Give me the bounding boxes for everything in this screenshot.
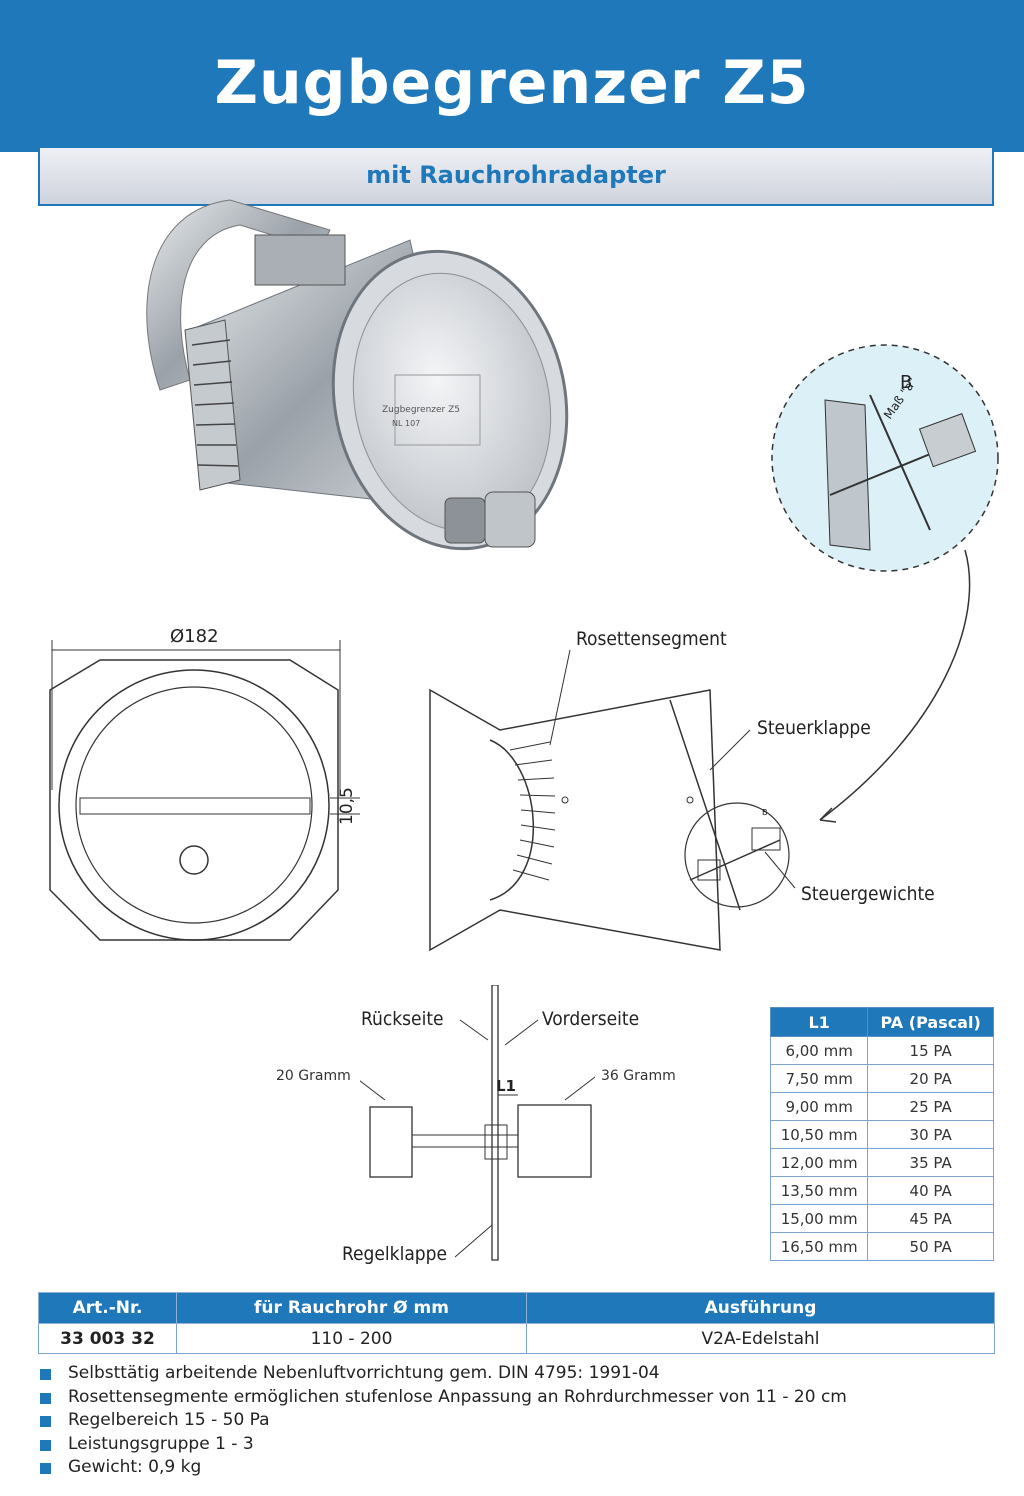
cell-l1: 13,50 mm	[769, 1176, 869, 1205]
page-title: Zugbegrenzer Z5	[214, 48, 810, 118]
housing-outline	[49, 659, 339, 941]
article-table-header: Art.-Nr. für Rauchrohr Ø mm Ausführung	[38, 1292, 995, 1324]
cell-pa: 50 PA	[867, 1232, 994, 1261]
bullet-icon	[40, 1369, 51, 1380]
col-version: Ausführung	[526, 1292, 995, 1324]
cell-pa: 45 PA	[867, 1204, 994, 1233]
detail-b-view: B Maß "a"	[771, 344, 999, 823]
cell-l1: 7,50 mm	[769, 1064, 869, 1093]
table-row: 33 003 32 110 - 200 V2A-Edelstahl	[38, 1323, 995, 1354]
cell-pa: 35 PA	[867, 1148, 994, 1177]
article-table: Art.-Nr. für Rauchrohr Ø mm Ausführung 3…	[38, 1292, 995, 1354]
outer-ring	[58, 669, 330, 941]
cell-pipe-diameter: 110 - 200	[176, 1323, 527, 1354]
plate-code: NL 107	[392, 419, 420, 428]
detail-frame	[824, 399, 871, 551]
subtitle-bar: mit Rauchrohradapter	[38, 146, 994, 206]
page-subtitle: mit Rauchrohradapter	[366, 161, 666, 189]
col-article-number: Art.-Nr.	[38, 1292, 177, 1324]
list-item: Leistungsgruppe 1 - 3	[40, 1433, 847, 1457]
control-flap-label: Steuerklappe	[757, 717, 871, 739]
cell-l1: 15,00 mm	[769, 1204, 869, 1233]
detail-rod	[829, 449, 941, 496]
pressure-table-header: L1 PA (Pascal)	[769, 1007, 994, 1037]
weight-diagram: L1	[360, 985, 596, 1261]
strap-band	[146, 199, 331, 391]
control-weights-label: Steuergewichte	[801, 883, 935, 905]
cell-l1: 9,00 mm	[769, 1092, 869, 1121]
l1-dimension-label: L1	[496, 1077, 516, 1095]
front-side-label: Vorderseite	[542, 1008, 640, 1030]
weight-rod	[689, 839, 781, 881]
cell-pa: 20 PA	[867, 1064, 994, 1093]
weight-20g-label: 20 Gramm	[276, 1068, 351, 1084]
front-view-drawing: 10,5 Ø182	[49, 626, 360, 941]
type-plate	[394, 374, 481, 446]
col-pa: PA (Pascal)	[867, 1007, 994, 1037]
detail-weight	[918, 413, 977, 468]
detail-flap-line	[869, 394, 931, 531]
diameter-label: Ø182	[170, 626, 219, 647]
weight-20g	[369, 1106, 413, 1178]
cell-pa: 25 PA	[867, 1092, 994, 1121]
product-photo: Zugbegrenzer Z5 NL 107	[146, 199, 569, 551]
bullet-icon	[40, 1439, 51, 1451]
flap-axis	[79, 797, 311, 815]
list-item: Regelbereich 15 - 50 Pa	[40, 1409, 847, 1433]
control-flap-plate-label: Regelklappe	[342, 1243, 448, 1265]
control-weight-large	[484, 491, 536, 548]
cell-l1: 12,00 mm	[769, 1148, 869, 1177]
weight-36g-label: 36 Gramm	[601, 1068, 676, 1084]
nut	[484, 1124, 508, 1160]
gap-dimension-label: 10,5	[337, 787, 357, 825]
rosette-segment-label: Rosettensegment	[576, 628, 727, 650]
side-housing	[429, 688, 721, 952]
detail-b-label: B	[900, 372, 912, 393]
weight-rod-threaded	[411, 1134, 519, 1148]
bullet-icon	[40, 1416, 51, 1427]
cell-l1: 16,50 mm	[769, 1232, 869, 1261]
weight-36g	[517, 1104, 592, 1178]
col-pipe-diameter: für Rauchrohr Ø mm	[176, 1292, 527, 1324]
plate-name: Zugbegrenzer Z5	[382, 405, 460, 415]
clamp-screw	[254, 234, 346, 286]
cell-article-number: 33 003 32	[38, 1323, 177, 1354]
control-flap-line	[669, 699, 741, 911]
cell-version: V2A-Edelstahl	[526, 1323, 995, 1354]
col-l1: L1	[769, 1007, 869, 1037]
cell-l1: 10,50 mm	[769, 1120, 869, 1149]
rosette-segments	[184, 319, 241, 491]
cell-l1: 6,00 mm	[769, 1036, 869, 1065]
detail-b-circle	[771, 344, 999, 572]
header-banner: Zugbegrenzer Z5	[0, 0, 1024, 152]
cell-pa: 40 PA	[867, 1176, 994, 1205]
detail-b-marker	[684, 802, 790, 908]
control-weight-small	[444, 497, 486, 544]
cell-pa: 30 PA	[867, 1120, 994, 1149]
weight-hole	[179, 845, 209, 875]
list-item: Gewicht: 0,9 kg	[40, 1456, 847, 1480]
side-view-drawing: B	[429, 649, 796, 952]
cell-pa: 15 PA	[867, 1036, 994, 1065]
bullet-icon	[40, 1392, 51, 1404]
back-side-label: Rückseite	[361, 1008, 444, 1030]
feature-list: Selbsttätig arbeitende Nebenluftvorricht…	[40, 1362, 847, 1480]
detail-b-mark: B	[762, 808, 768, 817]
control-plate	[491, 985, 499, 1261]
detail-arrow	[819, 549, 971, 821]
inner-ring	[75, 686, 313, 924]
list-item: Selbsttätig arbeitende Nebenluftvorricht…	[40, 1362, 847, 1386]
list-item: Rosettensegmente ermöglichen stufenlose …	[40, 1386, 847, 1410]
rosette-arc	[489, 739, 534, 901]
bullet-icon	[40, 1463, 51, 1474]
